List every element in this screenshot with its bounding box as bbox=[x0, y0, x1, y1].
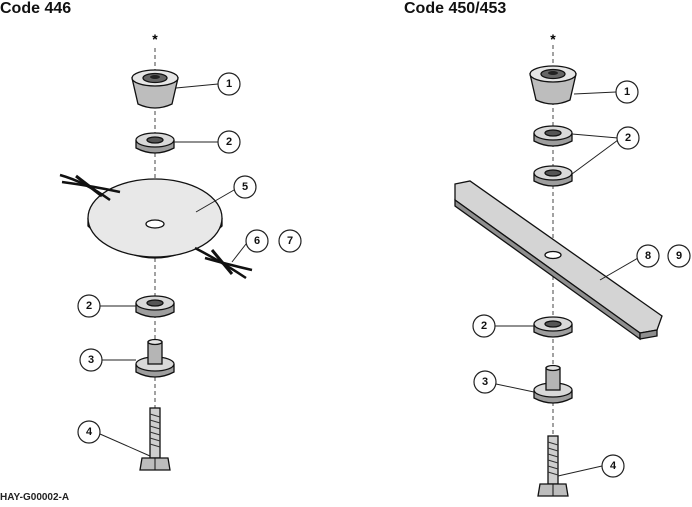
svg-text:2: 2 bbox=[86, 300, 92, 312]
svg-text:2: 2 bbox=[226, 136, 232, 148]
right-part-washer-lower bbox=[533, 316, 573, 338]
right-part-bolt bbox=[537, 435, 569, 497]
left-assembly: * bbox=[59, 31, 302, 471]
svg-text:3: 3 bbox=[482, 376, 488, 388]
right-assembly: * bbox=[454, 31, 691, 497]
svg-text:6: 6 bbox=[254, 235, 260, 247]
left-part-cup bbox=[131, 69, 179, 109]
svg-text:5: 5 bbox=[242, 181, 248, 193]
right-callout-2-lower: 2 bbox=[472, 314, 496, 338]
svg-text:2: 2 bbox=[481, 320, 487, 332]
left-part-line-upper bbox=[59, 173, 121, 202]
left-part-washer-lower bbox=[135, 295, 175, 318]
left-callout-3: 3 bbox=[79, 348, 103, 372]
right-callout-4: 4 bbox=[601, 454, 625, 478]
right-part-bushing bbox=[533, 364, 573, 404]
left-part-line-lower bbox=[194, 246, 253, 280]
figure-code-label: HAY-G00002-A bbox=[0, 492, 70, 503]
svg-text:3: 3 bbox=[88, 354, 94, 366]
svg-text:7: 7 bbox=[287, 235, 293, 247]
svg-text:2: 2 bbox=[625, 132, 631, 144]
svg-text:1: 1 bbox=[624, 86, 630, 98]
left-part-disc bbox=[87, 178, 223, 259]
svg-text:8: 8 bbox=[645, 250, 651, 262]
left-callout-4: 4 bbox=[77, 420, 101, 444]
right-part-washer-top bbox=[533, 125, 573, 147]
left-axis-marker: * bbox=[152, 31, 158, 47]
right-callout-2-upper: 2 bbox=[616, 126, 640, 150]
left-part-washer-upper bbox=[135, 132, 175, 154]
right-callout-8: 8 bbox=[636, 244, 660, 268]
svg-text:4: 4 bbox=[86, 426, 93, 438]
right-part-blade bbox=[454, 180, 663, 341]
svg-text:4: 4 bbox=[610, 460, 617, 472]
right-callout-9: 9 bbox=[667, 244, 691, 268]
left-part-bushing bbox=[135, 338, 175, 378]
left-callout-7: 7 bbox=[278, 229, 302, 253]
left-callout-2-upper: 2 bbox=[217, 130, 241, 154]
heading-code-446: Code 446 bbox=[0, 0, 72, 17]
right-callout-1: 1 bbox=[615, 80, 639, 104]
right-callout-3: 3 bbox=[473, 370, 497, 394]
left-callout-5: 5 bbox=[233, 175, 257, 199]
svg-text:9: 9 bbox=[676, 250, 682, 262]
left-callout-6: 6 bbox=[245, 229, 269, 253]
left-callout-2-lower: 2 bbox=[77, 294, 101, 318]
heading-code-450-453: Code 450/453 bbox=[404, 0, 507, 17]
right-part-washer-second bbox=[533, 165, 573, 187]
left-callout-1: 1 bbox=[217, 72, 241, 96]
left-part-bolt bbox=[139, 407, 171, 471]
svg-text:1: 1 bbox=[226, 78, 232, 90]
right-axis-marker: * bbox=[550, 31, 556, 47]
right-part-cup bbox=[529, 65, 577, 105]
